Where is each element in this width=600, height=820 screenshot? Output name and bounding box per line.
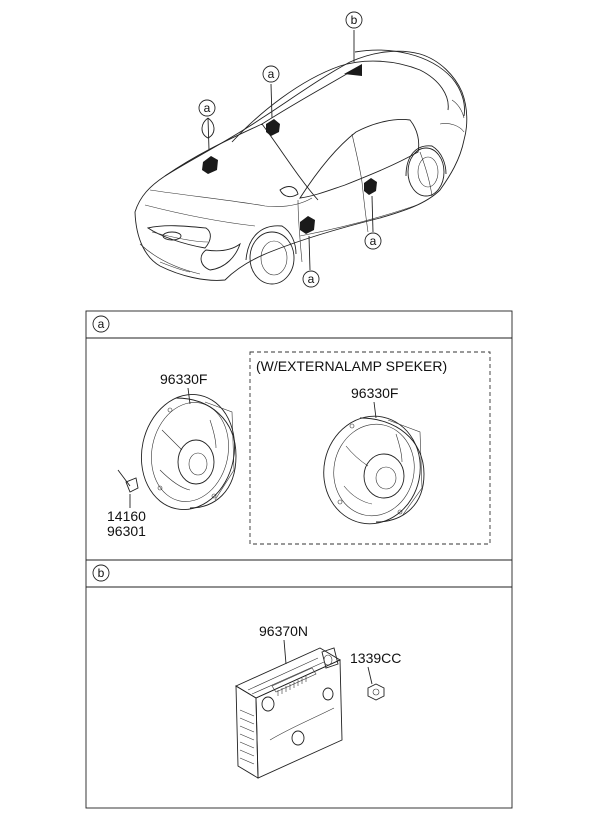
nut-part-number: 1339CC [350,650,401,666]
speaker-marker-front-center [266,119,280,136]
section-a-header: a [92,315,110,333]
external-speaker-part-number: 96330F [351,385,398,401]
svg-text:b: b [351,13,358,27]
section-b-amplifier: 96370N [235,623,401,779]
external-speaker-illustration [323,415,425,525]
speaker-illustration [140,394,237,510]
callout-b-rear-deck: b [345,11,363,29]
external-amp-title: (W/EXTERNALAMP SPEKER) [256,358,447,374]
svg-text:a: a [98,317,105,331]
speaker-marker-front-door [300,216,315,234]
callout-a-front-dash: a [198,99,216,117]
speaker-marker-front-dash [202,156,218,174]
amp-part-number: 96370N [259,623,308,639]
bolt-part-number-2: 96301 [107,523,146,539]
amplifier-illustration [235,647,343,779]
callout-a-front-center: a [262,65,280,83]
bolt-part-number-1: 14160 [107,508,146,524]
svg-text:a: a [204,101,211,115]
callout-a-front-door: a [302,270,320,288]
section-b-header: b [92,564,110,582]
section-a-speaker: 96330F 14160 96301 (W/EXTERNALAMP SPEKER… [107,351,491,545]
callout-a-rear-door: a [364,232,382,250]
parts-table: a b [85,310,513,809]
speaker-marker-rear-deck [344,64,362,76]
external-amp-speaker-box: (W/EXTERNALAMP SPEKER) 96330F [249,351,491,545]
screw-illustration [117,469,139,493]
car-illustration: a a b a a [134,11,468,288]
svg-text:a: a [268,67,275,81]
svg-text:b: b [98,566,105,580]
speaker-part-number: 96330F [160,371,207,387]
speaker-marker-rear-door [364,178,377,195]
svg-text:a: a [370,234,377,248]
svg-text:a: a [308,272,315,286]
nut-illustration [367,683,385,701]
